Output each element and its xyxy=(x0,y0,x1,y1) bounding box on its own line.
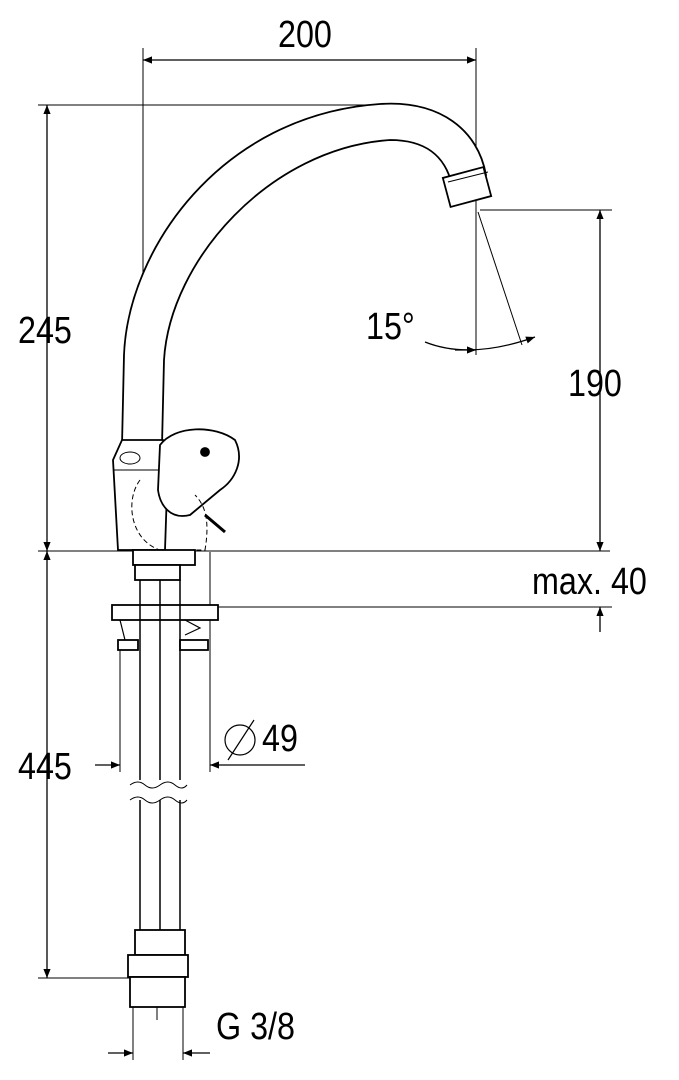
lever xyxy=(157,428,240,517)
dim-label-max-40: max. 40 xyxy=(532,561,647,603)
extension-lines xyxy=(38,48,612,1060)
mounting-plate xyxy=(111,604,219,621)
dim-label-245: 245 xyxy=(18,310,72,352)
supply-hoses xyxy=(129,580,188,930)
dim-label-49: 49 xyxy=(262,718,298,760)
dim-label-445: 445 xyxy=(18,746,72,788)
dim-label-200: 200 xyxy=(278,14,332,56)
dim-15-arc xyxy=(424,336,536,351)
dim-label-190: 190 xyxy=(568,363,622,405)
connection-nut xyxy=(127,954,189,978)
dim-label-g38: G 3/8 xyxy=(216,1006,296,1048)
faucet-outline xyxy=(111,102,493,1020)
diameter-symbol-icon xyxy=(224,719,256,761)
aerator xyxy=(441,165,493,209)
dim-label-15-deg: 15° xyxy=(366,306,415,348)
spout xyxy=(121,102,488,446)
dimension-lines xyxy=(43,56,604,1057)
